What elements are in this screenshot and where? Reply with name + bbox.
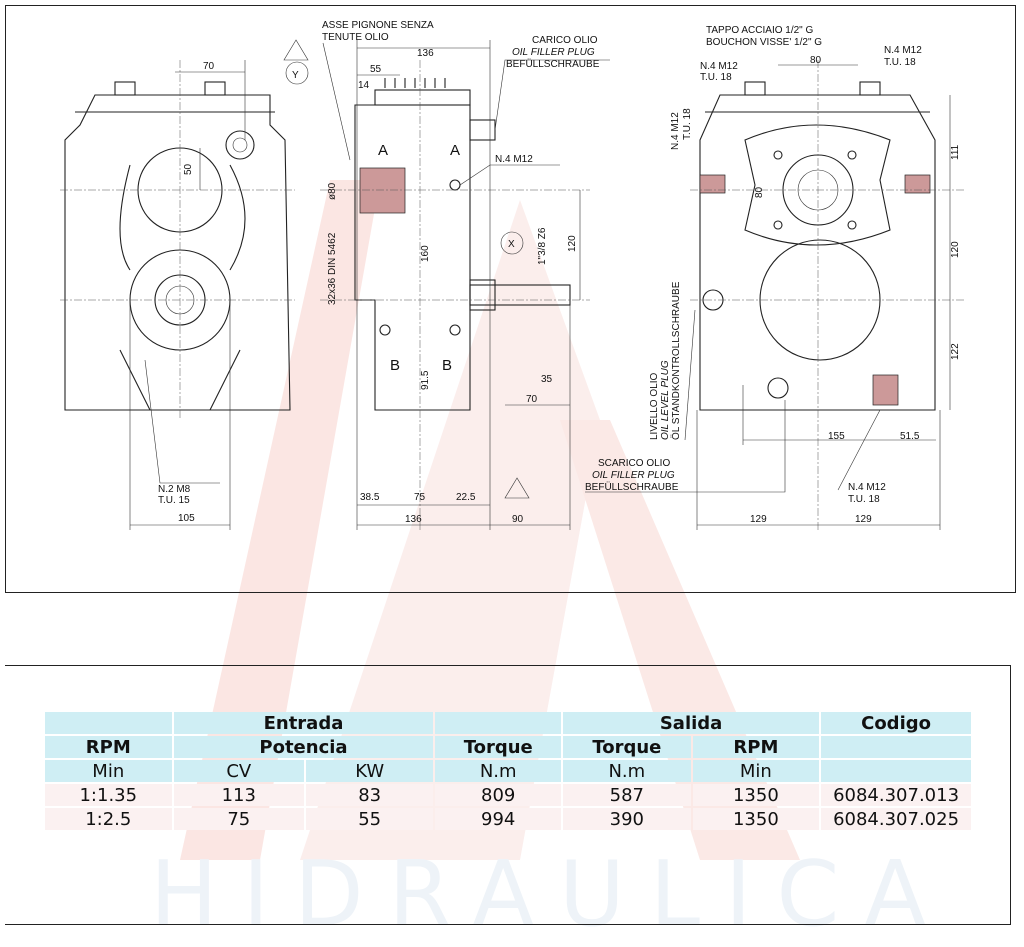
dim-label: 70 [203,61,215,72]
bolt-note: N.4 M12 [884,45,922,56]
note: BEFÜLLSCHRAUBE [506,58,600,70]
front-view: TAPPO ACCIAIO 1/2" G BOUCHON VISSE' 1/2"… [585,25,965,530]
spline-label: 32x36 DIN 5462 [327,232,338,305]
note: OIL FILLER PLUG [512,47,595,58]
dim-label: 111 [950,144,961,160]
cell: 75 [173,808,304,830]
dim-label: 160 [420,245,431,262]
bolt-note: N.4 M12 [700,61,738,72]
unit-cell: Min [692,760,820,782]
header-torque-in: Torque [463,736,533,758]
dim-label: 75 [414,492,426,503]
note: ASSE PIGNONE SENZA [322,20,434,31]
header-rpm-out: RPM [733,736,779,758]
header-row: Entrada Salida Codigo [45,712,971,734]
dim-label: 90 [512,514,524,525]
dim-label: ø80 [327,182,338,200]
cell: 6084.307.013 [821,784,971,806]
cell: 587 [563,784,691,806]
dim-label: 22.5 [456,492,476,503]
bolt-depth: T.U. 18 [848,494,880,505]
section-label: B [442,357,452,374]
cell: 55 [305,808,434,830]
table-frame [5,665,1011,925]
dim-label: 14 [358,80,370,91]
bolt-depth: T.U. 15 [158,495,190,506]
dim-label: 55 [370,64,382,75]
header-torque-out: Torque [592,736,662,758]
cell: 809 [435,784,562,806]
bolt-depth: T.U. 18 [884,57,916,68]
spline-label: 1"3/8 Z6 [537,227,548,265]
cell: 83 [305,784,434,806]
dim-label: 50 [183,163,194,175]
table-row: 1:2.5 75 55 994 390 1350 6084.307.025 [45,808,971,830]
note: OIL LEVEL PLUG [660,360,671,440]
dim-label: 136 [405,514,422,525]
left-view: 70 50 N.2 M8 T.U. 15 105 [60,60,295,530]
dim-label: 155 [828,431,845,442]
dim-label: 129 [855,514,872,525]
dim-label: 120 [950,241,961,258]
header-potencia: Potencia [259,736,348,758]
units-row: Min CV KW N.m N.m Min [45,760,971,782]
cell: 1350 [692,808,820,830]
unit-cell: Min [45,760,172,782]
note: BEFÜLLSCHRAUBE [585,481,679,493]
section-label: B [390,357,400,374]
dim-label: 122 [950,343,961,360]
header-entrada: Entrada [263,712,344,734]
header-rpm: RPM [85,736,131,758]
detail-label: Y [292,70,299,81]
dim-label: 80 [754,186,765,198]
dim-label: 80 [810,55,822,66]
bolt-note: N.4 M12 [495,154,533,165]
detail-label: X [508,239,515,250]
header-row: RPM Potencia Torque Torque RPM [45,736,971,758]
cell: 1350 [692,784,820,806]
cell: 1:1.35 [45,784,172,806]
unit-cell: N.m [563,760,691,782]
dim-label: 35 [541,374,553,385]
bolt-depth: T.U. 18 [682,108,693,140]
section-label: A [450,142,460,159]
dim-label: 70 [526,394,538,405]
unit-cell: N.m [435,760,562,782]
cell: 1:2.5 [45,808,172,830]
note: OIL FILLER PLUG [592,470,675,481]
bolt-note: N.2 M8 [158,484,191,495]
note: LIVELLO OLIO [649,373,660,440]
dim-label: 136 [417,48,434,59]
dim-label: 129 [750,514,767,525]
dim-label: 120 [567,235,578,252]
dim-label: 51.5 [900,431,920,442]
cell: 6084.307.025 [821,808,971,830]
unit-cell: CV [173,760,304,782]
header-salida: Salida [659,712,723,734]
unit-cell: KW [305,760,434,782]
note: ÖL STANDKONTROLLSCHRAUBE [670,281,682,440]
section-label: A [378,142,388,159]
bolt-note: N.4 M12 [848,482,886,493]
technical-drawing: 70 50 N.2 M8 T.U. 15 105 ASSE PIGNONE SE… [60,20,965,530]
header-codigo: Codigo [861,712,931,734]
cell: 113 [173,784,304,806]
note: CARICO OLIO [532,35,598,46]
dim-label: 38.5 [360,492,380,503]
note: TENUTE OLIO [322,32,389,43]
cell: 390 [563,808,691,830]
note: BOUCHON VISSE' 1/2" G [706,37,822,48]
cell: 994 [435,808,562,830]
drawing-frame [5,5,1016,593]
side-view: ASSE PIGNONE SENZA TENUTE OLIO 136 55 14… [283,20,610,530]
dim-label: 91.5 [420,370,431,390]
note: TAPPO ACCIAIO 1/2" G [706,25,814,36]
bolt-depth: T.U. 18 [700,72,732,83]
table-row: 1:1.35 113 83 809 587 1350 6084.307.013 [45,784,971,806]
note: SCARICO OLIO [598,458,670,469]
dim-label: 105 [178,513,195,524]
bolt-note: N.4 M12 [670,112,681,150]
specs-table: Entrada Salida Codigo RPM Potencia Torqu… [43,710,973,832]
